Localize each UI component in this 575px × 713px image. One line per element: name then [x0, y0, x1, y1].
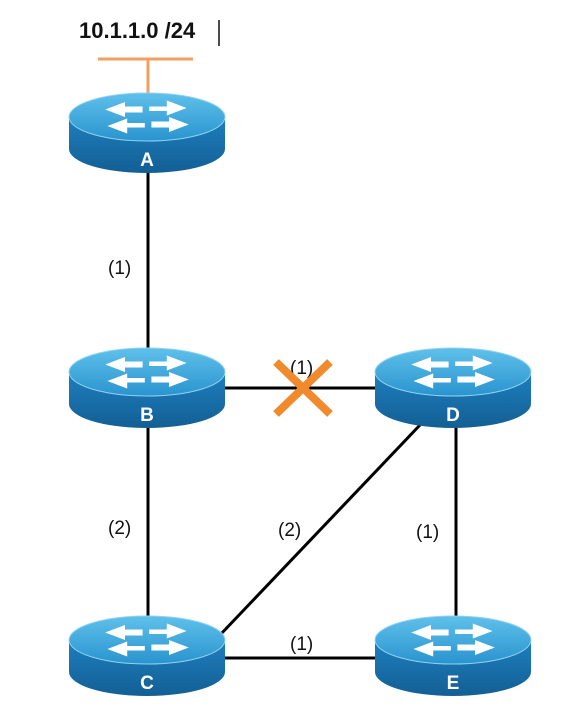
router-label: C [140, 673, 154, 694]
link-c-d [218, 423, 422, 637]
network-label: 10.1.1.0 /24 [79, 18, 196, 43]
router-top [374, 615, 532, 665]
router-top [68, 92, 226, 142]
link-failure-x-icon [273, 359, 333, 417]
router-top [68, 615, 226, 665]
router-label: D [446, 405, 460, 426]
router-arrows-icon [411, 623, 495, 657]
cost-label-b-d: (1) [290, 358, 313, 379]
cost-label-c-d: (2) [278, 520, 301, 541]
router-c: C [68, 615, 226, 696]
router-a: A [68, 92, 226, 173]
router-e: E [374, 615, 532, 696]
router-b: B [68, 347, 226, 428]
router-label: A [140, 150, 154, 171]
router-top [68, 347, 226, 397]
router-top [374, 347, 532, 397]
router-arrows-icon [105, 100, 189, 134]
router-arrows-icon [105, 355, 189, 389]
router-d: D [374, 347, 532, 428]
router-arrows-icon [411, 355, 495, 389]
router-label: E [447, 673, 460, 694]
cost-label-a-b: (1) [108, 258, 131, 279]
cost-label-d-e: (1) [416, 522, 439, 543]
router-arrows-icon [105, 623, 189, 657]
cost-label-c-e: (1) [290, 634, 313, 655]
router-label: B [140, 405, 154, 426]
network-segment: 10.1.1.0 /24 [79, 18, 220, 95]
cost-label-b-c: (2) [108, 518, 131, 539]
